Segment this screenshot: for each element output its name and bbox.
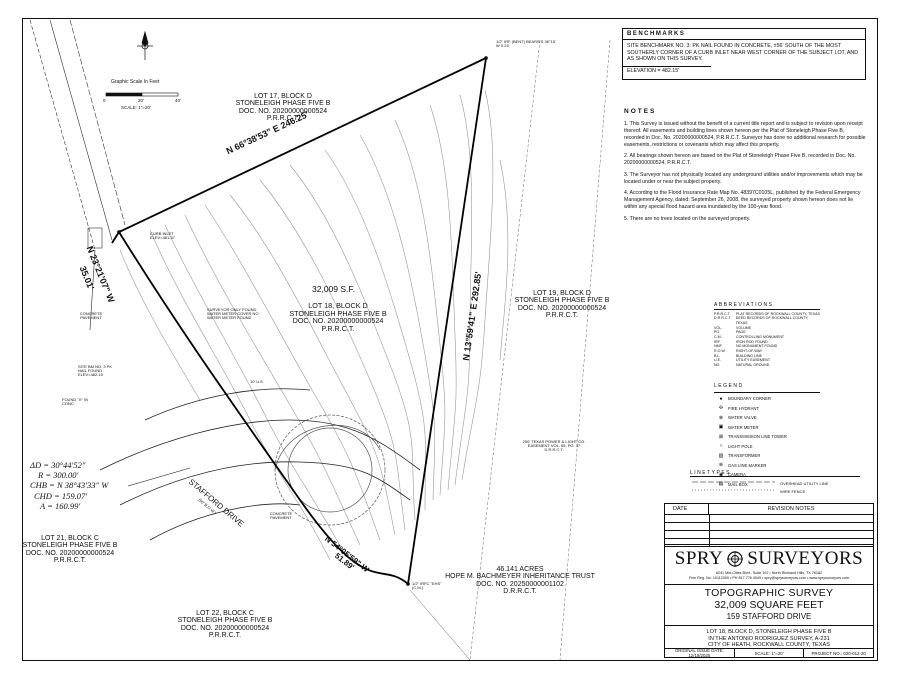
water-meter-icon: ▣ [718,424,724,430]
notes-section: NOTES 1. This Survey is issued without t… [624,108,866,227]
fire-hydrant-icon: ✣ [718,405,724,411]
site-benchmark-label: SITE BM NO. 3 PK NAIL FOUND ELEV=482.15 [78,364,113,378]
revision-row [665,515,873,523]
revision-row [665,523,873,531]
brand-left: SPRY [674,548,724,569]
note-2: 2. All bearings shown hereon are based o… [624,153,856,167]
legend-row: ⊗WATER VALVE [714,414,820,424]
legend-row: ○LIGHT POLE [714,442,820,452]
revision-row [665,539,873,547]
light-pole-icon: ○ [719,443,723,449]
survey-type: TOPOGRAPHIC SURVEY [704,587,834,599]
gas-marker-icon: ⊛ [718,462,724,468]
concrete-pavement-label-south: CONCRETE PAVEMENT [269,511,293,521]
linetype-wire-fence: WIRE FENCE [780,488,806,494]
company-address: 8241 Mid-Cities Blvd., Suite 102 • North… [715,571,823,575]
survey-sheet [22,18,878,661]
boundary-corner-icon: ● [719,395,723,402]
survey-area: 32,009 SQUARE FEET [714,599,824,611]
lot-18-area: 32,009 S.F. [312,284,356,294]
abbr-row: C.M.CONTROLLING MONUMENT [714,334,785,339]
camera-icon: ◉ [718,471,724,478]
benchmark-elevation: ELEVATION = 482.15' [623,65,711,75]
abbr-row: B.L.BUILDING LINE [714,353,762,358]
legend-row: ●BOUNDARY CORNER [714,395,820,405]
graphic-scale-title: Graphic Scale In Feet [111,79,160,85]
curve-data-callout: ΔD = 30°44'52" R = 300.00' CHB = N 38°43… [30,460,109,511]
abbr-row: VOL.VOLUME [714,325,752,330]
legend-row: ▨TRANSFORMER [714,452,820,462]
abbr-row: U.E.UTILITY EASEMENT [714,358,771,363]
irf-top-label: 1/2" IRF (BENT) BEARS S 36°15' W 0.24' [496,39,556,49]
benchmarks-box: BENCHMARKS SITE BENCHMARK NO. 3: PK NAIL… [622,28,866,80]
transformer-icon: ▨ [718,452,724,459]
concrete-pavement-label-west: CONCRETE PAVEMENT [79,311,103,321]
legal-description: LOT 18, BLOCK D, STONELEIGH PHASE FIVE B… [665,625,873,649]
irf-bottom-label: 1/2" IRFC "EHS"(C.M.) [412,581,442,591]
abbr-row: PG.PAGE [714,330,746,335]
legend-row: ▤MAIL BOX [714,480,820,490]
legend-row: ⊛GAS LINE MARKER [714,461,820,471]
abbreviations-table: ABBREVIATIONS P.R.R.C.T.PLAT RECORDS OF … [714,302,820,368]
mailbox-icon: ▤ [718,481,724,487]
drawing-scale: SCALE: 1"=20' [735,649,805,657]
legend-row: ◉CAMERA [714,471,820,481]
curb-inlet-label: CURB INLET ELEV=481.37 [150,231,175,241]
found-x-label: FOUND "X" IN CONC. [62,397,88,407]
revision-header: DATE REVISION NOTES [665,504,873,515]
crosshair-logo-icon [727,551,744,567]
linetypes-title: LINETYPES [690,470,860,477]
note-3: 3. The Surveyor has not physically locat… [624,171,863,185]
legend-row: ⊠TRANSMISSION LINE TOWER [714,433,820,443]
benchmarks-title: BENCHMARKS [623,29,865,40]
scale-tick-20: 20' [138,98,144,103]
abbreviations-title: ABBREVIATIONS [714,302,820,310]
revision-notes-header: REVISION NOTES [767,506,815,512]
notes-title: NOTES [624,108,657,115]
company-logo: SPRY SURVEYORS 8241 Mid-Cities Blvd., Su… [665,544,873,585]
legend-title: LEGEND [714,382,820,393]
title-block-footer: ORIGINAL ISSUE DATE: 12/19/2025 SCALE: 1… [665,648,873,658]
legend-row: ✣FIRE HYDRANT [714,404,820,414]
abbr-row: R.O.W.RIGHT-OF-WAY [714,348,763,353]
legend-row: ▣WATER METER [714,423,820,433]
brand-right: SURVEYORS [747,548,864,569]
linetypes-table: LINETYPES OVERHEAD UTILITY LINE WIRE FEN… [690,470,860,495]
revision-row [665,531,873,539]
title-block: DATE REVISION NOTES SPRY SURVEYORS 8241 … [664,503,874,658]
linetype-overhead: OVERHEAD UTILITY LINE [780,480,829,486]
note-5: 5. There are no trees located on the sur… [624,215,751,222]
water-valve-icon: ⊗ [718,414,724,421]
note-1: 1. This Survey is issued without the ben… [624,121,866,148]
benchmarks-text: SITE BENCHMARK NO. 3: PK NAIL FOUND IN C… [627,43,859,63]
abbr-row: P.R.R.C.T.PLAT RECORDS OF ROCKWALL COUNT… [714,311,820,316]
survey-address: 159 STAFFORD DRIVE [726,612,812,621]
abbr-row: D.R.R.C.T.DEED RECORDS OF ROCKWALL COUNT… [714,316,809,325]
surveyor-note: SURVEYOR ONLY FOUND WATER METER COVER NO… [207,307,259,321]
note-4: 4. According to the Flood Insurance Rate… [624,190,861,210]
power-easement-label: 250' TEXAS POWER & LIGHT CO. EASEMENT VO… [522,439,586,453]
legend-table: LEGEND ●BOUNDARY CORNER ✣FIRE HYDRANT ⊗W… [714,382,820,490]
transmission-tower-icon: ⊠ [718,433,724,440]
project-number: PROJECT NO.: 020-012-20 [811,650,866,656]
survey-title: TOPOGRAPHIC SURVEY 32,009 SQUARE FEET 15… [665,584,873,621]
utility-easement-label: 10' U.E. [250,379,265,384]
issue-date: ORIGINAL ISSUE DATE: 12/19/2025 [665,648,735,658]
scale-label: SCALE: 1"=20' [121,105,151,110]
scale-tick-0: 0 [103,98,106,103]
company-contact: Firm Reg. No. 10112000 • PH 817.776.4049… [688,576,850,580]
scale-tick-40: 40' [175,98,181,103]
revision-date-header: DATE [665,504,709,514]
